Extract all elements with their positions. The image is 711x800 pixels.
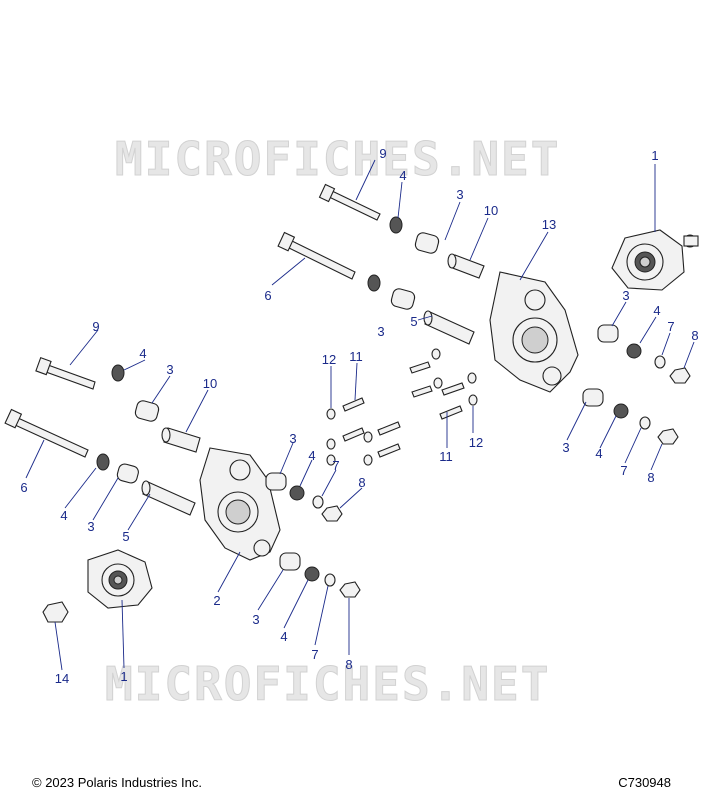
- callout-washer-center-left: 12: [322, 352, 336, 367]
- callout-bushing-upper: 3: [456, 187, 463, 202]
- spacer-tube-upper: [447, 253, 485, 279]
- washer-right-1: [626, 343, 642, 359]
- callout-washer-center-right: 12: [469, 435, 483, 450]
- washer-upper-2: [367, 274, 381, 292]
- bushing-upper-2: [390, 288, 416, 310]
- callout-long-bolt-upper: 6: [264, 288, 271, 303]
- spacer-tube-lower-2: [141, 480, 196, 516]
- washer-upper-1: [389, 216, 403, 234]
- callout-washer-upper: 4: [399, 168, 406, 183]
- callout-nut-lower-1: 8: [358, 475, 365, 490]
- callout-small-washer-lower-2: 7: [311, 647, 318, 662]
- bolt-lower-left: [35, 357, 96, 390]
- washer-lower-3: [289, 485, 305, 501]
- callout-knuckle-left: 2: [213, 593, 220, 608]
- callout-hub-right: 1: [651, 148, 658, 163]
- watermark-bottom: MICROFICHES.NET: [105, 657, 550, 711]
- washer-small-right-2: [639, 416, 651, 430]
- spacer-tube-lower: [161, 427, 201, 453]
- bushing-lower-4: [279, 552, 301, 571]
- nut-lower-1: [321, 505, 343, 522]
- washer-small-right-1: [654, 355, 666, 369]
- bushing-lower-2: [116, 463, 139, 484]
- callout-bolt-upper: 9: [379, 146, 386, 161]
- washer-lower-2: [96, 453, 110, 471]
- callout-nut-lower-2: 8: [345, 657, 352, 672]
- nut-lower-2: [339, 581, 361, 598]
- callout-numbers: 1 9 4 3 10 13 6 3 4 7 8 12 11 5 3 9 4 3 …: [20, 146, 698, 686]
- small-bolts-center: [326, 348, 478, 466]
- callout-bushing-lower-2: 3: [87, 519, 94, 534]
- watermark-top: MICROFICHES.NET: [115, 132, 560, 186]
- callout-long-bolt-lower: 6: [20, 480, 27, 495]
- long-bolt-lower: [4, 408, 89, 458]
- callout-spacer-lower: 10: [203, 376, 217, 391]
- callout-bushing-right-1: 3: [622, 288, 629, 303]
- callout-washer-right-1: 4: [653, 303, 660, 318]
- axle-nut: [42, 601, 69, 623]
- bushing-lower-3: [265, 472, 287, 491]
- long-bolt-upper: [277, 231, 356, 280]
- washer-lower-4: [304, 566, 320, 582]
- wheel-hub-right: [611, 229, 699, 291]
- washer-small-lower-1: [312, 495, 324, 509]
- leader-lines: [25, 159, 695, 671]
- figure-id: C730948: [618, 775, 671, 790]
- bushing-right-1: [597, 324, 619, 343]
- washer-small-lower-2: [324, 573, 336, 587]
- copyright-text: © 2023 Polaris Industries Inc.: [32, 775, 202, 790]
- callout-hub-left: 1: [120, 669, 127, 684]
- callout-nut-right-2: 8: [647, 470, 654, 485]
- nut-right-1: [669, 367, 691, 384]
- bolt-upper-right: [318, 183, 381, 221]
- wheel-hub-left: [87, 549, 153, 609]
- callout-washer-lower-3: 4: [308, 448, 315, 463]
- callout-washer-lower-2: 4: [60, 508, 67, 523]
- callout-bushing-right-2: 3: [562, 440, 569, 455]
- callout-knuckle-right: 13: [542, 217, 556, 232]
- callout-bolt-lower: 9: [92, 319, 99, 334]
- callout-bushing-lower-3: 3: [289, 431, 296, 446]
- bushing-right-2: [582, 388, 604, 407]
- callout-bushing-lower-1: 3: [166, 362, 173, 377]
- washer-right-2: [613, 403, 629, 419]
- callout-spacer-upper: 10: [484, 203, 498, 218]
- washer-lower-1: [111, 364, 125, 382]
- callout-bushing-upper-2: 3: [377, 324, 384, 339]
- callout-washer-lower-1: 4: [139, 346, 146, 361]
- callout-bolt-center-left: 11: [349, 349, 363, 364]
- callout-small-washer-right-1: 7: [667, 319, 674, 334]
- callout-small-washer-right-2: 7: [620, 463, 627, 478]
- callout-washer-right-2: 4: [595, 446, 602, 461]
- callout-spacer-middle: 5: [410, 314, 417, 329]
- callout-bolt-center-right: 11: [439, 449, 453, 464]
- callout-washer-lower-4: 4: [280, 629, 287, 644]
- callout-spacer-lower-2: 5: [122, 529, 129, 544]
- nut-right-2: [657, 428, 679, 445]
- knuckle-lower-left: [199, 447, 281, 561]
- bushing-upper-1: [414, 232, 440, 254]
- callout-axle-nut: 14: [55, 671, 69, 686]
- knuckle-upper-right: [489, 271, 579, 393]
- callout-nut-right-1: 8: [691, 328, 698, 343]
- callout-bushing-lower-4: 3: [252, 612, 259, 627]
- callout-small-washer-lower-1: 7: [332, 458, 339, 473]
- bushing-lower-1: [134, 400, 160, 422]
